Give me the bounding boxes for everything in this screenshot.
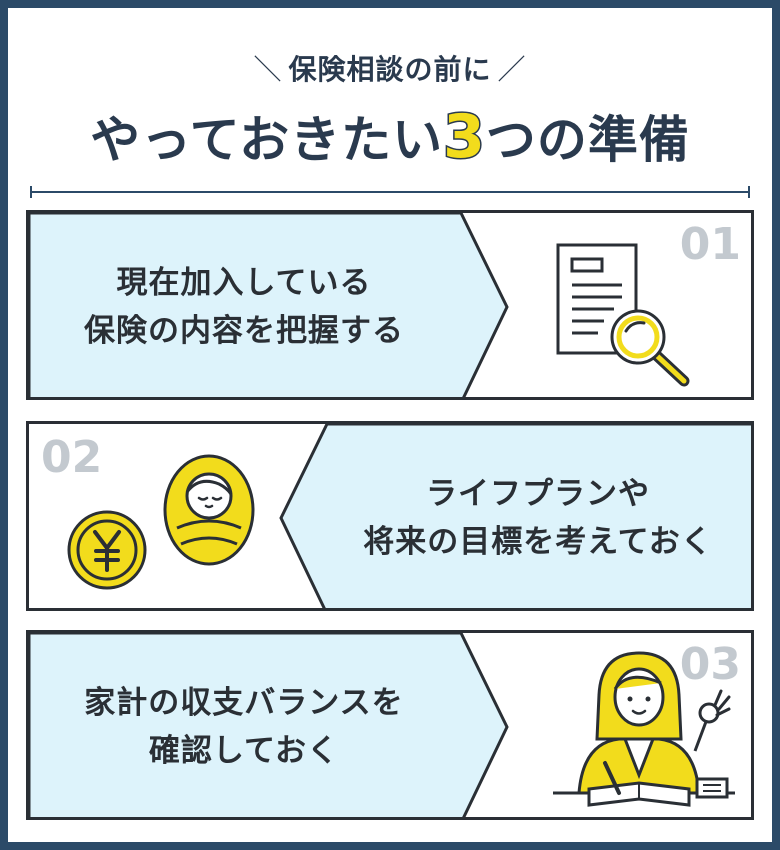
card-2-band [279,424,751,608]
title-before: やっておきたい [90,111,444,169]
title-after: つの準備 [485,111,690,169]
card-3-number: 03 [679,639,741,690]
card-2-line-1: ライフプランや [426,476,650,512]
card-3-line-2: 確認しておく [148,733,340,769]
slash-left-icon: ＼ [253,53,283,86]
card-1-line-1: 現在加入している [116,265,372,301]
subtitle: ＼保険相談の前に／ [8,48,772,88]
card-2-text: ライフプランや 将来の目標を考えておく [319,470,751,566]
step-card-1: 現在加入している 保険の内容を把握する 01 [26,210,754,400]
slash-right-icon: ／ [497,53,527,86]
card-3-band [29,633,509,817]
divider [30,186,750,198]
card-3-text: 家計の収支バランスを 確認しておく [29,679,459,775]
card-3-line-1: 家計の収支バランスを [84,685,404,721]
page-title: やっておきたい3つの準備 [8,100,772,174]
card-2-line-2: 将来の目標を考えておく [363,524,713,560]
card-1-text: 現在加入している 保険の内容を把握する [29,259,459,355]
infographic-frame: ＼保険相談の前に／ やっておきたい3つの準備 現在加入している 保険の内容を把握… [8,8,772,842]
woman-ok-sign-icon [553,651,735,807]
card-1-number: 01 [679,219,741,270]
card-2-number: 02 [41,432,103,483]
step-card-2: 02 ライフプランや 将来の目標を考えておく [26,421,754,611]
card-1-band [29,213,509,397]
card-1-line-2: 保険の内容を把握する [84,313,404,349]
step-card-3: 家計の収支バランスを 確認しておく 03 [26,630,754,820]
document-magnifier-icon [556,243,690,387]
yen-coin-baby-icon [67,454,255,590]
subtitle-text: 保険相談の前に [288,53,492,86]
title-number: 3 [442,101,487,174]
